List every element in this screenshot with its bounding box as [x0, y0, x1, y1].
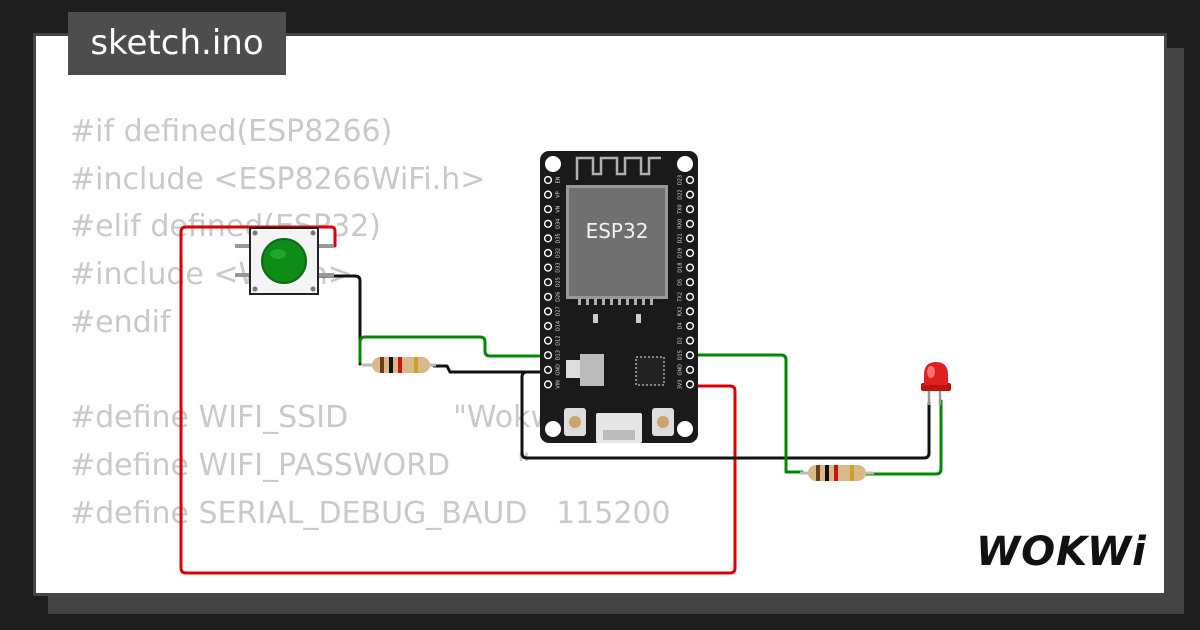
pin-label: D22	[678, 189, 684, 199]
pin-hole[interactable]	[685, 278, 695, 287]
pin-label: VN	[556, 205, 562, 212]
pin-label: D2	[678, 337, 684, 344]
pin-label: D27	[556, 306, 562, 316]
pin-hole[interactable]	[543, 321, 553, 331]
pin-label: D5	[678, 279, 684, 286]
resistor-pulldown[interactable]	[362, 357, 436, 373]
chip-label: ESP32	[586, 219, 649, 243]
wire-black-button-resistor[interactable]	[316, 274, 362, 366]
pin-label: D21	[678, 233, 684, 243]
code-line: #define WIFI_PASSWORD "	[70, 447, 531, 483]
pin-label: D32	[556, 248, 562, 258]
pin-hole[interactable]	[685, 234, 695, 243]
pin-label: D23	[678, 175, 684, 185]
pin-label: TX2	[678, 292, 684, 303]
pin-label: TX0	[678, 204, 684, 215]
pin-label: RX0	[678, 219, 684, 229]
wire-green-d15-resistor[interactable]	[686, 353, 804, 474]
pin-label: D35	[556, 233, 562, 243]
pin-label: D15	[678, 350, 684, 360]
pin-hole[interactable]	[543, 307, 553, 316]
pin-label: D34	[556, 219, 562, 229]
pin-hole[interactable]	[685, 321, 695, 331]
pin-label: D14	[556, 321, 562, 331]
pin-hole[interactable]	[685, 307, 695, 316]
pin-label: D12	[556, 335, 562, 345]
pin-label: VP	[556, 191, 562, 197]
pin-hole[interactable]	[543, 219, 553, 228]
wire-black-resistor-gnd[interactable]	[432, 364, 550, 374]
pin-hole[interactable]	[543, 351, 553, 360]
pin-hole[interactable]	[543, 278, 553, 287]
wire-red-3v3-button[interactable]	[179, 225, 737, 575]
pin-hole[interactable]	[543, 175, 553, 185]
pin-hole[interactable]	[543, 365, 553, 374]
pin-label: D26	[556, 292, 562, 302]
wire-green-resistor-led[interactable]	[855, 399, 943, 476]
pin-hole[interactable]	[685, 292, 695, 301]
pin-hole[interactable]	[685, 219, 695, 228]
push-button[interactable]	[235, 227, 334, 295]
pin-hole[interactable]	[543, 190, 553, 199]
pin-label: D4	[678, 322, 684, 329]
code-line: #define SERIAL_DEBUG_BAUD 115200	[70, 495, 671, 531]
pin-label: D18	[678, 262, 684, 272]
pin-hole[interactable]	[685, 263, 695, 272]
pin-label: VIN	[556, 380, 562, 389]
pin-label: GND	[678, 364, 684, 376]
code-line: #define WIFI_SSID "Wokwi	[70, 400, 564, 436]
pin-hole[interactable]	[543, 292, 553, 301]
code-line: #endif	[70, 304, 171, 340]
pin-hole[interactable]	[685, 380, 695, 389]
wire-black-gnd-led[interactable]	[520, 370, 931, 460]
resistor-led[interactable]	[800, 465, 874, 481]
pin-hole[interactable]	[685, 336, 695, 345]
pin-label: D19	[678, 248, 684, 258]
pin-label: D25	[556, 277, 562, 287]
pin-hole[interactable]	[685, 190, 695, 199]
pin-label: D33	[556, 262, 562, 272]
pin-hole[interactable]	[543, 336, 553, 345]
wire-green-button-d13[interactable]	[358, 335, 550, 364]
pin-label: GND	[556, 364, 562, 376]
code-line: #if defined(ESP8266)	[70, 114, 393, 149]
pin-hole[interactable]	[685, 205, 695, 214]
esp32-board[interactable]: ESP32 ENVPVND34D35D32D33D25D26D27D14D12D…	[540, 151, 698, 443]
pin-hole[interactable]	[543, 248, 553, 258]
pin-label: 3V3	[678, 380, 684, 390]
file-tab[interactable]: sketch.ino	[68, 12, 286, 75]
pin-hole[interactable]	[543, 205, 553, 214]
pin-label: D13	[556, 350, 562, 360]
pin-label: RX2	[678, 306, 684, 316]
pin-hole[interactable]	[543, 263, 553, 272]
pin-hole[interactable]	[685, 175, 695, 185]
pin-hole[interactable]	[685, 351, 695, 360]
pin-hole[interactable]	[685, 365, 695, 374]
pin-hole[interactable]	[543, 234, 553, 243]
code-line: #include <ESP8266WiFi.h>	[70, 161, 486, 197]
red-led[interactable]	[921, 362, 951, 405]
code-line: #define LED 15	[70, 585, 671, 593]
pin-hole[interactable]	[543, 380, 553, 389]
pin-hole[interactable]	[685, 248, 695, 258]
pin-label: EN	[556, 176, 562, 183]
